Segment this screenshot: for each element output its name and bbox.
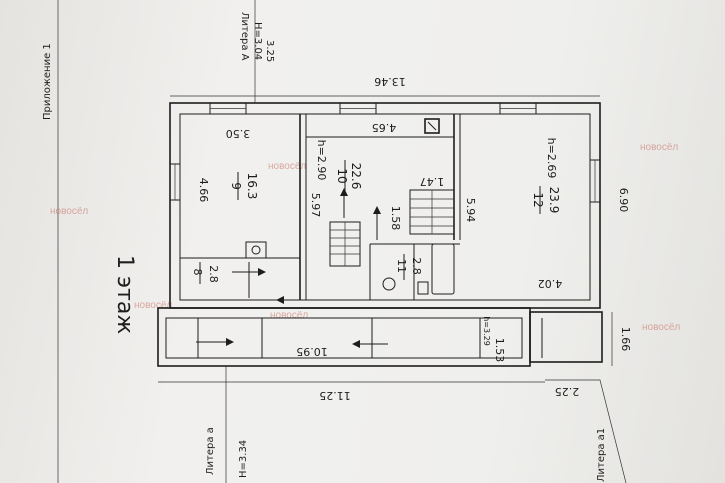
watermark: новосёл bbox=[640, 142, 678, 153]
annex-h: h=3.29 bbox=[482, 316, 491, 346]
liter-a-small-h: H=3.34 bbox=[238, 440, 249, 478]
watermark: новосёл bbox=[270, 310, 308, 321]
annex-wall bbox=[529, 311, 603, 363]
dim-room11-mid: 1.47 bbox=[420, 175, 445, 188]
watermark: новосёл bbox=[642, 322, 680, 333]
room-10: h=2.90 10 22.6 bbox=[315, 140, 363, 192]
liter-a1-name: Литера а1 bbox=[596, 428, 607, 482]
dim-room10-width: 4.65 bbox=[372, 121, 397, 134]
annex-label: Приложение 1 bbox=[42, 43, 53, 120]
watermark: новосёл bbox=[268, 161, 306, 172]
dim-top-total: 13.46 bbox=[374, 75, 406, 88]
staircase bbox=[329, 189, 455, 267]
dim-bottom-total: 11.25 bbox=[319, 389, 351, 402]
inner-wall bbox=[179, 113, 591, 301]
leader-line bbox=[545, 379, 627, 483]
room-area: 2.8 bbox=[410, 257, 423, 275]
room-area: 16.3 bbox=[245, 173, 259, 200]
room-12: h=2.69 12 23.9 bbox=[531, 138, 561, 214]
dim-annex-height: 1.66 bbox=[619, 327, 632, 352]
liter-a-main-name: Литера А bbox=[239, 12, 250, 61]
dim-left-height: 4.66 bbox=[197, 178, 210, 203]
dim-room12-depth: 5.94 bbox=[464, 198, 477, 223]
room-number: 11 bbox=[395, 259, 408, 273]
dim-right-height: 6.90 bbox=[617, 188, 630, 213]
bathtub-icon bbox=[431, 243, 455, 295]
veranda-wall bbox=[157, 307, 531, 367]
room-9: 9 16.3 bbox=[229, 172, 259, 200]
door-arrow bbox=[196, 188, 388, 348]
watermark: новосёл bbox=[134, 300, 172, 311]
chimney-icon bbox=[424, 118, 440, 134]
liter-a-small-name: Литера а bbox=[205, 427, 216, 475]
room-number: 8 bbox=[191, 269, 204, 276]
sink-icon bbox=[417, 281, 429, 295]
dim-room12-bottom: 4.02 bbox=[538, 277, 563, 290]
watermark: новосёл bbox=[50, 206, 88, 217]
room-height: h=2.90 bbox=[315, 140, 328, 181]
room-number: 9 bbox=[229, 182, 243, 190]
dim-veranda-width: 10.95 bbox=[296, 345, 328, 358]
floor-label: 1 этаж bbox=[112, 255, 137, 334]
dim-annex-width: 2.25 bbox=[555, 385, 580, 398]
room-area: 2.8 bbox=[207, 265, 220, 283]
room-8: 8 2.8 bbox=[191, 262, 220, 284]
dim-room9-width: 3.50 bbox=[226, 127, 251, 140]
liter-a-main-h: H=3.04 bbox=[252, 22, 263, 60]
room-area: 22.6 bbox=[349, 163, 363, 190]
liter-a-main-h2: 3.25 bbox=[264, 40, 275, 62]
dim-room11-inner: 1.58 bbox=[389, 206, 402, 231]
room-number: 12 bbox=[531, 192, 545, 207]
dim-annex-inner: 1.53 bbox=[493, 338, 506, 363]
toilet-icon bbox=[382, 277, 396, 291]
room-11: 11 2.8 bbox=[395, 254, 423, 280]
room-area: 23.9 bbox=[547, 187, 561, 214]
stove-icon bbox=[245, 241, 267, 259]
dim-room10-depth: 5.97 bbox=[309, 193, 322, 218]
room-height: h=2.69 bbox=[545, 138, 558, 179]
room-number: 10 bbox=[335, 168, 349, 183]
